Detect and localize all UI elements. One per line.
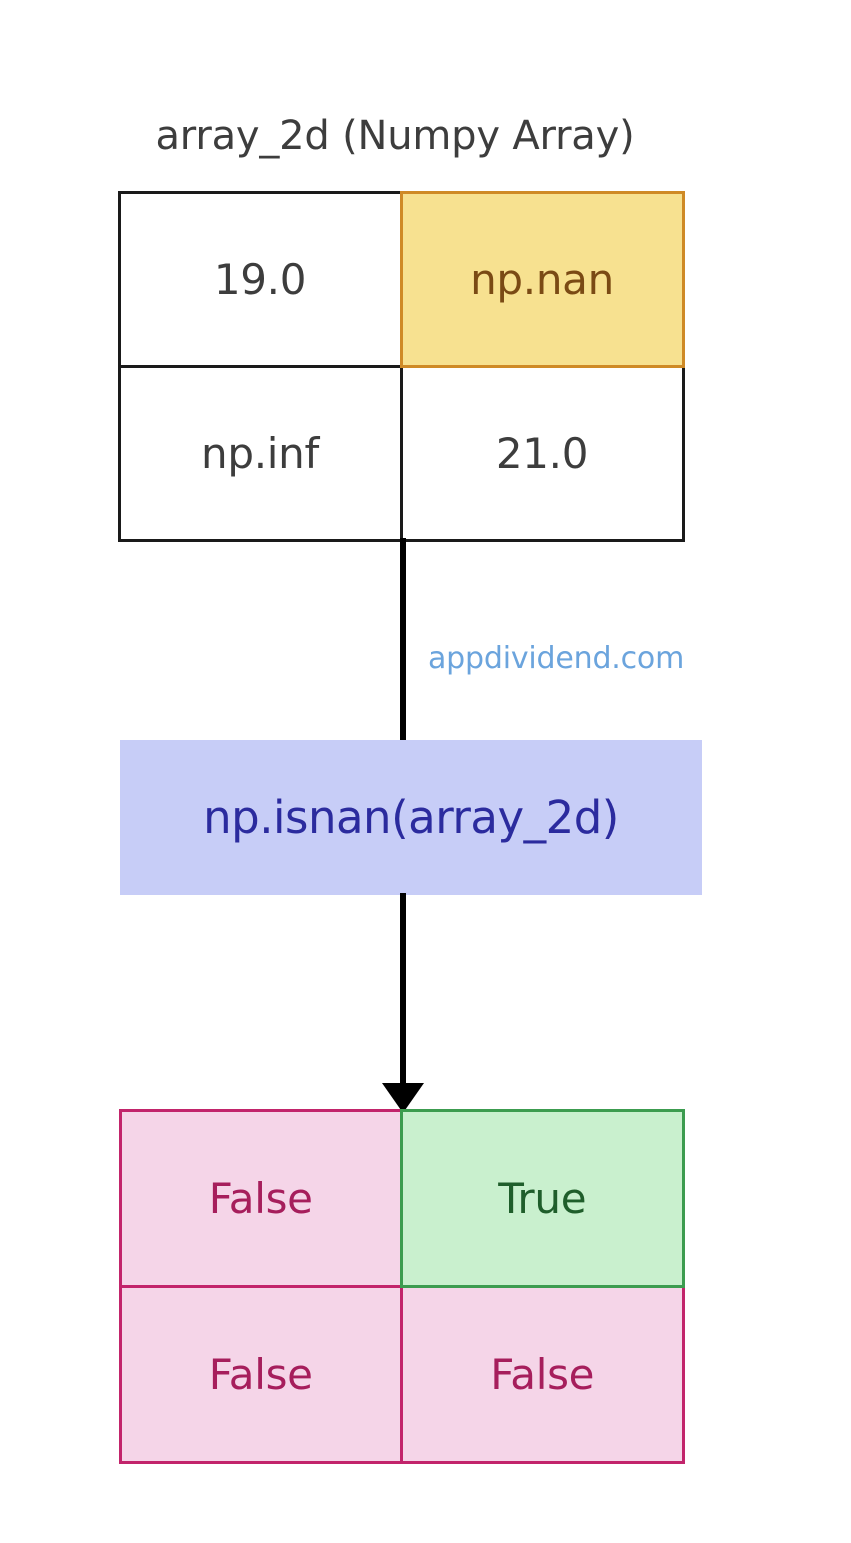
output-cell-0-1-true: True bbox=[400, 1108, 685, 1288]
output-cell-1-0: False bbox=[118, 1284, 403, 1464]
arrow-down-icon bbox=[382, 1083, 424, 1113]
output-array-table: False True False False bbox=[118, 1108, 685, 1464]
input-array-table: 19.0 np.nan np.inf 21.0 bbox=[117, 190, 685, 542]
input-cell-0-0: 19.0 bbox=[117, 190, 403, 368]
input-cell-1-0: np.inf bbox=[117, 364, 403, 542]
function-box: np.isnan(array_2d) bbox=[120, 740, 702, 895]
output-cell-1-1: False bbox=[400, 1284, 685, 1464]
input-cell-0-1-nan: np.nan bbox=[399, 190, 685, 368]
watermark-text: appdividend.com bbox=[428, 641, 685, 676]
function-expression: np.isnan(array_2d) bbox=[203, 791, 619, 844]
connector-function-to-output bbox=[400, 893, 406, 1085]
output-cell-0-0: False bbox=[118, 1108, 403, 1288]
input-cell-1-1: 21.0 bbox=[399, 364, 685, 542]
connector-input-to-function bbox=[400, 538, 406, 742]
page-title: array_2d (Numpy Array) bbox=[155, 113, 635, 159]
